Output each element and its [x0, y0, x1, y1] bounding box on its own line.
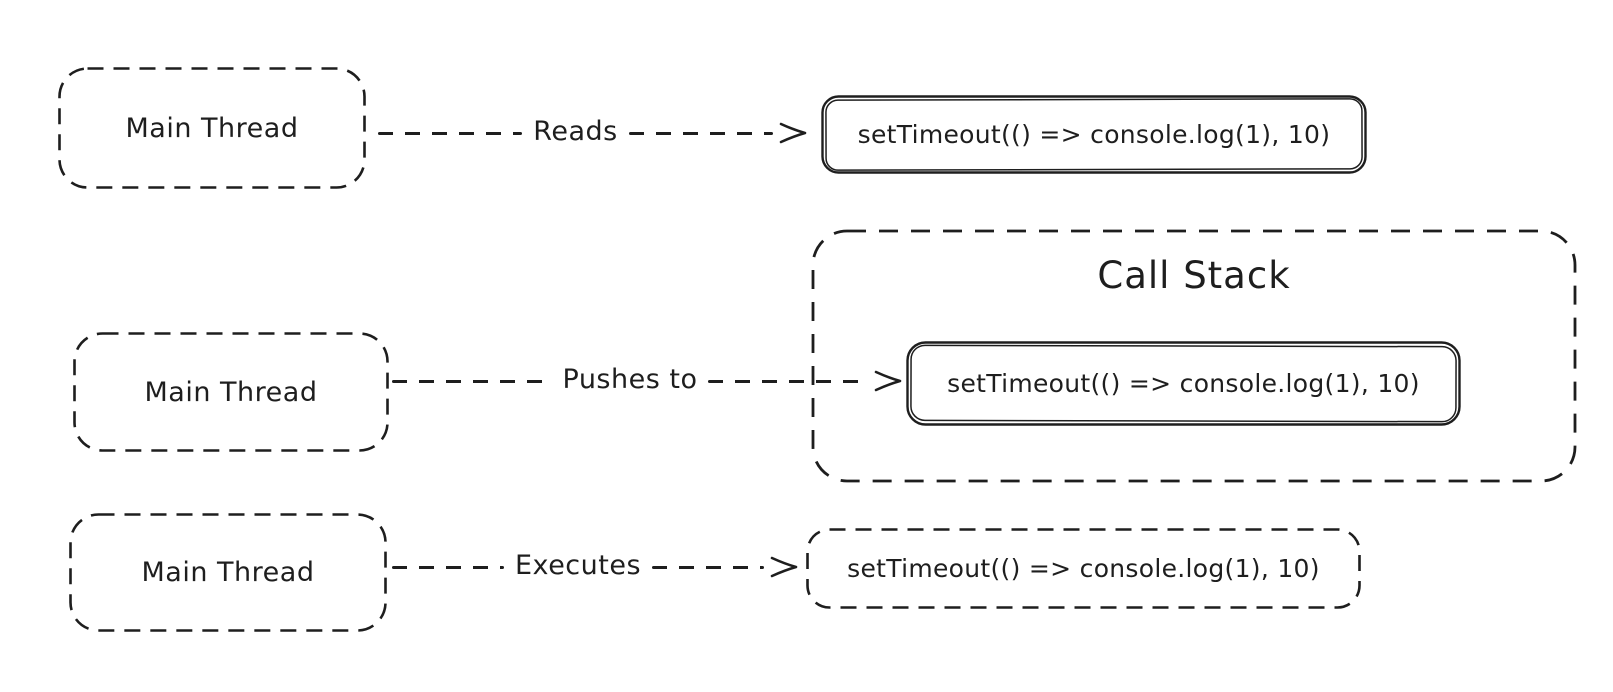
settimeout-box-reads: setTimeout(() => console.log(1), 10)	[820, 94, 1368, 175]
main-thread-box-1: Main Thread	[57, 66, 367, 190]
main-thread-label: Main Thread	[141, 557, 315, 588]
main-thread-label: Main Thread	[125, 112, 299, 144]
settimeout-code-label: setTimeout(() => console.log(1), 10)	[857, 120, 1331, 149]
dashed-line	[378, 131, 523, 135]
settimeout-box-pushed: setTimeout(() => console.log(1), 10)	[905, 340, 1462, 427]
main-thread-box-3: Main Thread	[68, 512, 388, 633]
reads-arrow: Reads	[378, 115, 808, 151]
executes-arrow: Executes	[392, 549, 799, 585]
settimeout-box-executes: setTimeout(() => console.log(1), 10)	[805, 527, 1362, 610]
settimeout-code-label: setTimeout(() => console.log(1), 10)	[947, 369, 1420, 398]
dashed-line	[708, 379, 868, 383]
dashed-line	[392, 565, 504, 569]
arrow-head-icon	[874, 370, 902, 392]
arrow-head-icon	[770, 556, 798, 578]
settimeout-code-label: setTimeout(() => console.log(1), 10)	[847, 554, 1320, 583]
dashed-line	[392, 379, 552, 383]
dashed-line	[628, 131, 774, 135]
call-stack-title: Call Stack	[1097, 254, 1291, 297]
pushes-to-arrow: Pushes to	[392, 363, 903, 399]
main-thread-label: Main Thread	[144, 376, 318, 408]
arrow-label-reads: Reads	[533, 115, 618, 147]
dashed-line	[652, 565, 765, 569]
arrow-label-executes: Executes	[514, 549, 642, 581]
arrow-head-icon	[779, 122, 807, 144]
main-thread-box-2: Main Thread	[72, 331, 390, 453]
arrow-label-pushes-to: Pushes to	[562, 363, 698, 395]
